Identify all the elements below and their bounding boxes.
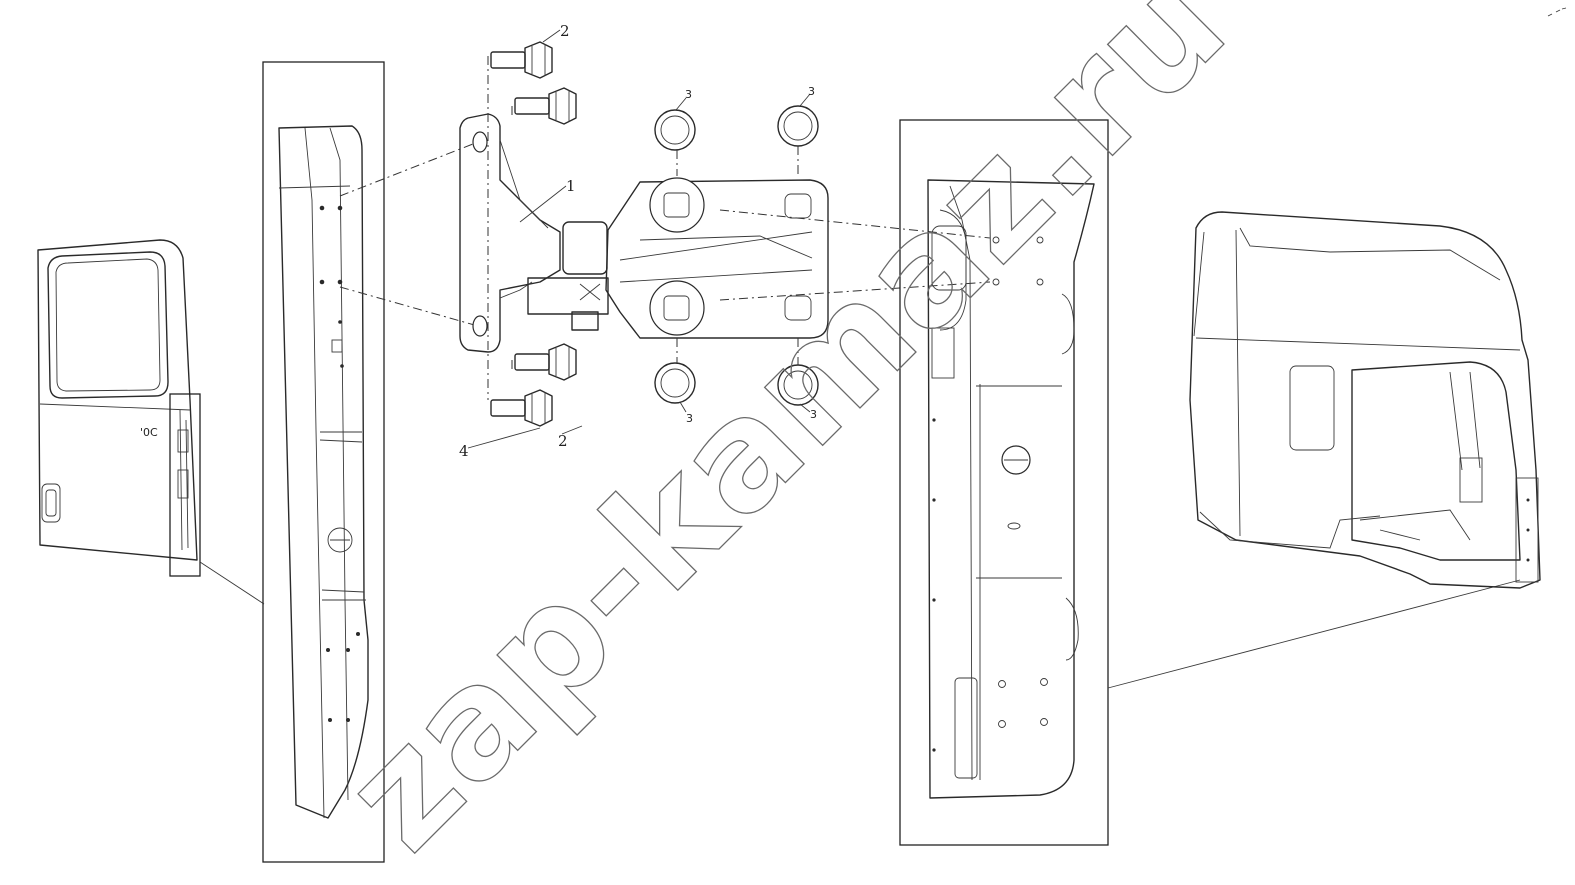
alignment-line bbox=[719, 209, 991, 239]
callout-bolt-lower: 2 bbox=[558, 432, 568, 450]
axis-line bbox=[676, 146, 799, 365]
alignment-line bbox=[339, 286, 479, 327]
bolt-icon bbox=[514, 343, 577, 381]
detail-frame-left bbox=[262, 61, 385, 863]
door-hinge-icon bbox=[459, 113, 829, 353]
callout-bushing-tr: 3 bbox=[808, 85, 815, 98]
truck-cab-icon bbox=[1189, 211, 1541, 589]
bushing-icon bbox=[654, 109, 696, 151]
bushing-icon bbox=[654, 362, 696, 404]
callout-bushing-br: 3 bbox=[810, 408, 817, 421]
door-detail-marker bbox=[169, 393, 201, 577]
leader-line bbox=[1107, 579, 1521, 689]
callout-bushing-tl: 3 bbox=[685, 88, 692, 101]
callout-hinge: 1 bbox=[566, 177, 576, 195]
svg-text:'0C: '0C bbox=[140, 426, 158, 439]
callout-bolt-upper: 2 bbox=[560, 22, 570, 40]
callout-washer: 4 bbox=[459, 442, 469, 460]
door-edge-detail-icon bbox=[262, 61, 385, 863]
bolt-icon bbox=[514, 87, 577, 125]
alignment-line bbox=[719, 281, 991, 301]
bolt-icon bbox=[490, 41, 553, 79]
callout-bushing-bl: 3 bbox=[686, 412, 693, 425]
cab-pillar-detail-icon bbox=[899, 119, 1109, 846]
door-panel-icon: '0C bbox=[37, 239, 265, 605]
detail-frame-right bbox=[899, 119, 1109, 846]
alignment-line bbox=[339, 141, 479, 197]
bolt-icon bbox=[490, 389, 553, 427]
bushing-icon bbox=[777, 105, 819, 147]
leader-line bbox=[199, 561, 265, 605]
